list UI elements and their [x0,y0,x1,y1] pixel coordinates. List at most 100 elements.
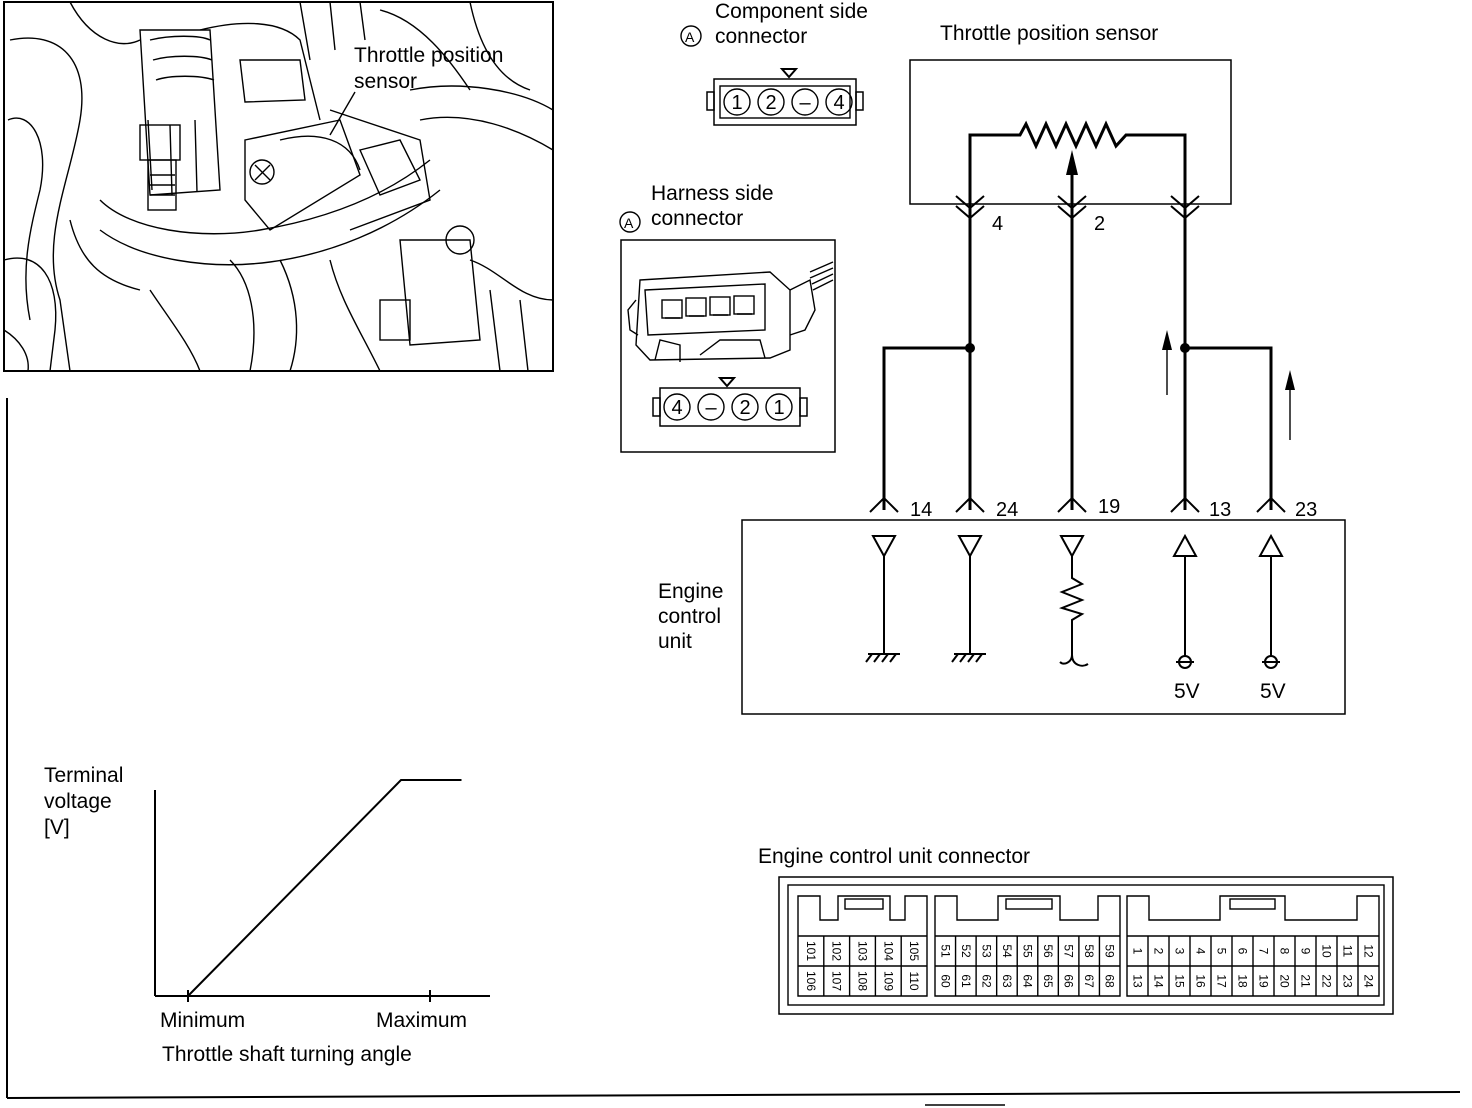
graph-xlabel: Throttle shaft turning angle [162,1043,412,1066]
sensor-resistor-circuit [968,120,1187,510]
ecu-pin-label: 53 [979,944,993,958]
harness-pin-label: – [705,397,717,419]
ecu-pin-label: 52 [959,944,973,958]
ecu-pin-label: 22 [1320,974,1334,988]
ecu-pin-label: 3 [1173,948,1187,955]
ecu-pin-label: 5 [1215,948,1229,955]
ecu-pin-label: 104 [881,941,895,961]
ecu-pin-label: 101 [804,941,818,961]
ecu-pin-label: 56 [1041,944,1055,958]
graph-ylabel-line2: voltage [44,790,112,813]
ecu-terminal-19: 19 [1098,496,1120,518]
ecu-pin-label: 67 [1082,974,1096,988]
ecu-pin-label: 59 [1103,944,1117,958]
component-pin-label: 1 [731,92,742,114]
ecu-pin-label: 19 [1257,974,1271,988]
harness-pin-circle [731,393,759,421]
ecu-terminal-13: 13 [1209,499,1231,521]
ecu-pin-label: 109 [881,971,895,991]
ecu-pin-label: 16 [1194,974,1208,988]
ecu-pin-label: 23 [1341,974,1355,988]
ecu-pin-label: 54 [1000,944,1014,958]
ecu-pin-label: 60 [938,974,952,988]
ecu-box-outline [741,519,1346,715]
harness-connector-title-line1: Harness side [651,182,774,205]
ecu-pin-label: 61 [959,974,973,988]
circle-a-badge [619,211,641,233]
ecu-pin-label: 64 [1021,974,1035,988]
ecu-pin-label: 17 [1215,974,1229,988]
ecu-pin-label: 9 [1299,948,1313,955]
illustration-linework [3,1,554,372]
ecu-internal-supply-13 [1172,533,1198,669]
harness-wiring [882,330,1295,510]
graph-xtick-maximum: Maximum [376,1009,467,1032]
ecu-internal-resistor-19 [1058,535,1089,667]
ecu-pin-label: 12 [1362,944,1376,958]
graph-voltage-line [187,779,462,997]
ecu-connector-outer [778,876,1394,1015]
throttle-position-sensor: Throttle position sensor 4 2 [909,22,1232,510]
graph-xtick-minimum: Minimum [160,1009,245,1032]
ecu-internal-ground-14 [865,535,900,663]
ecu-terminal-23: 23 [1295,499,1317,521]
harness-pin-label: 4 [671,397,682,419]
component-connector-title-line1: Component side [715,0,868,23]
sensor-terminal-chevrons [955,195,1200,220]
ecu-pin-label: 1 [1131,948,1145,955]
harness-pin-label: 2 [739,397,750,419]
ecu-connector-title: Engine control unit connector [758,845,1030,868]
component-pin-circle [825,88,853,116]
ecu-terminal-24: 24 [996,499,1018,521]
harness-pin-circle [663,393,691,421]
ecu-pin-label: 2 [1152,948,1166,955]
ecu-pin-label: 57 [1062,944,1076,958]
component-pin-label: 2 [765,92,776,114]
supply-voltage-label-23: 5V [1260,680,1286,703]
ecu-terminal-chevrons [869,496,1286,513]
ecu-pin-label: 24 [1362,974,1376,988]
ecu-pin-label: 58 [1082,944,1096,958]
ecu-pin-label: 14 [1152,974,1166,988]
sensor-title: Throttle position sensor [940,22,1158,45]
ecu-pin-label: 68 [1103,974,1117,988]
harness-pin-circle [765,393,793,421]
splice-point [965,343,975,353]
engine-control-unit: Engine control unit 14 24 19 13 23 [658,496,1346,715]
ecu-pin-label: 18 [1236,974,1250,988]
graph-ylabel-line1: Terminal [44,764,123,787]
ecu-pin-label: 15 [1173,974,1187,988]
ecu-pin-label: 66 [1062,974,1076,988]
ecu-pin-label: 20 [1278,974,1292,988]
ecu-title-line2: control [658,605,721,628]
ecu-pin-label: 108 [856,971,870,991]
wiper-arrow [1066,150,1078,175]
ecu-pin-label: 110 [907,971,921,990]
ecu-pin-label: 105 [907,941,921,961]
sensor-terminal-2: 2 [1094,213,1105,235]
ecu-terminal-14: 14 [910,499,932,521]
component-pin-circle [791,88,819,116]
component-pin-circle [757,88,785,116]
circle-a-badge [680,25,702,47]
harness-connector-title-line2: connector [651,207,743,230]
connector-key-marker [717,377,737,388]
ecu-pin-label: 65 [1041,974,1055,988]
ecu-title-line1: Engine [658,580,723,603]
photo-callout-line1: Throttle position [354,44,503,67]
ecu-pin-label: 6 [1236,948,1250,955]
harness-pin-label: 1 [773,397,784,419]
frame-bottom-line [6,1091,1461,1099]
ecu-pin-label: 102 [830,941,844,961]
ecu-pin-label: 106 [804,971,818,991]
harness-connector-frame [620,239,836,453]
splice-point [1180,343,1190,353]
circle-a-letter: A [685,29,695,45]
